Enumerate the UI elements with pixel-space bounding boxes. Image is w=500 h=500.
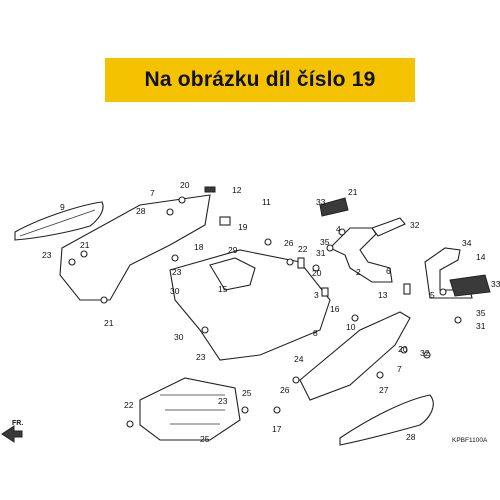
rear-bracket-part xyxy=(329,227,393,283)
callout: 20 xyxy=(312,268,322,278)
clip-part xyxy=(321,287,329,297)
callout: 27 xyxy=(379,385,389,395)
bolt-part xyxy=(273,406,281,414)
callout: 18 xyxy=(194,242,204,252)
right-side-rail-part xyxy=(299,311,411,401)
callout: 9 xyxy=(60,202,65,212)
callout: 7 xyxy=(150,188,155,198)
callout: 8 xyxy=(313,328,318,338)
bolt-part xyxy=(292,376,300,384)
bolt-part xyxy=(80,250,88,258)
front-direction-label: FR. xyxy=(12,420,23,427)
callout-labels: 9 20 7 12 11 28 19 23 21 18 29 23 26 22 … xyxy=(42,180,500,444)
callout: 16 xyxy=(330,304,340,314)
floor-panel-part xyxy=(169,249,331,361)
floor-step-part xyxy=(339,394,434,446)
callout: 2 xyxy=(356,267,361,277)
callout: 10 xyxy=(346,322,356,332)
clip-part xyxy=(297,257,305,269)
callout: 28 xyxy=(406,432,416,442)
clip-part xyxy=(204,186,216,193)
front-direction-indicator: FR. xyxy=(1,420,23,443)
callout: 3 xyxy=(314,290,319,300)
callout: 21 xyxy=(80,240,90,250)
callout: 31 xyxy=(476,321,486,331)
callout: 23 xyxy=(42,250,52,260)
bolt-part xyxy=(376,371,384,379)
bolt-part xyxy=(126,420,134,428)
callout: 32 xyxy=(420,348,430,358)
callout: 30 xyxy=(174,332,184,342)
callout: 23 xyxy=(172,267,182,277)
bracket-arm-part xyxy=(371,217,406,237)
callout: 22 xyxy=(124,400,134,410)
callout: 17 xyxy=(272,424,282,434)
bolt-part xyxy=(171,254,179,262)
left-side-cover-part xyxy=(14,201,104,241)
callout: 14 xyxy=(476,252,486,262)
bolt-part xyxy=(400,346,408,354)
footrest-pad-part xyxy=(449,274,491,297)
page-title-banner: Na obrázku díl číslo 19 xyxy=(105,58,415,102)
callout: 32 xyxy=(410,220,420,230)
bolt-part xyxy=(264,238,272,246)
bolt-part xyxy=(241,406,249,414)
footrest-peg-part xyxy=(319,197,349,217)
bolt-part xyxy=(100,296,108,304)
bolt-part xyxy=(439,288,447,296)
callout: 33 xyxy=(491,279,500,289)
bolt-part xyxy=(423,351,431,359)
bolt-part xyxy=(68,258,76,266)
callout: 15 xyxy=(218,284,228,294)
callout: 25 xyxy=(200,434,210,444)
under-cover-part xyxy=(139,377,241,441)
clip-part xyxy=(403,283,411,295)
bolt-part xyxy=(351,314,359,322)
arrow-left-icon xyxy=(1,425,23,443)
callout: 6 xyxy=(386,266,391,276)
callout: 25 xyxy=(242,388,252,398)
center-cover-part xyxy=(209,257,256,291)
bolt-part xyxy=(312,264,320,272)
callout: 23 xyxy=(218,396,228,406)
callout: 4 xyxy=(336,224,341,234)
bolt-part xyxy=(166,208,174,216)
bolt-part xyxy=(201,326,209,334)
callout: 19 xyxy=(238,222,248,232)
callout: 35 xyxy=(476,308,486,318)
callout: 22 xyxy=(298,244,308,254)
bolt-part xyxy=(286,258,294,266)
bolt-part xyxy=(326,244,334,252)
callout: 12 xyxy=(232,185,242,195)
callout: 11 xyxy=(262,197,271,207)
callout: 30 xyxy=(170,286,180,296)
callout: 28 xyxy=(136,206,146,216)
footrest-bracket-part xyxy=(424,247,473,299)
callout: 21 xyxy=(348,187,358,197)
bolt-part xyxy=(178,196,186,204)
body-cover-part xyxy=(59,194,211,301)
bolt-part xyxy=(454,316,462,324)
callout: 7 xyxy=(397,364,402,374)
callout: 13 xyxy=(378,290,388,300)
callout: 21 xyxy=(104,318,114,328)
diagram-code: KPBF1100A xyxy=(452,437,488,444)
callout: 31 xyxy=(316,248,326,258)
callout: 26 xyxy=(280,385,290,395)
bolt-part xyxy=(338,228,346,236)
callout: 34 xyxy=(462,238,472,248)
clip-part xyxy=(219,216,231,226)
callout: 5 xyxy=(430,290,435,300)
callout: 24 xyxy=(294,354,304,364)
callout: 26 xyxy=(284,238,294,248)
callout: 33 xyxy=(316,197,326,207)
callout: 29 xyxy=(228,245,238,255)
callout: 20 xyxy=(180,180,190,190)
callout: 23 xyxy=(196,352,206,362)
callout: 20 xyxy=(398,344,408,354)
callout: 35 xyxy=(320,237,330,247)
